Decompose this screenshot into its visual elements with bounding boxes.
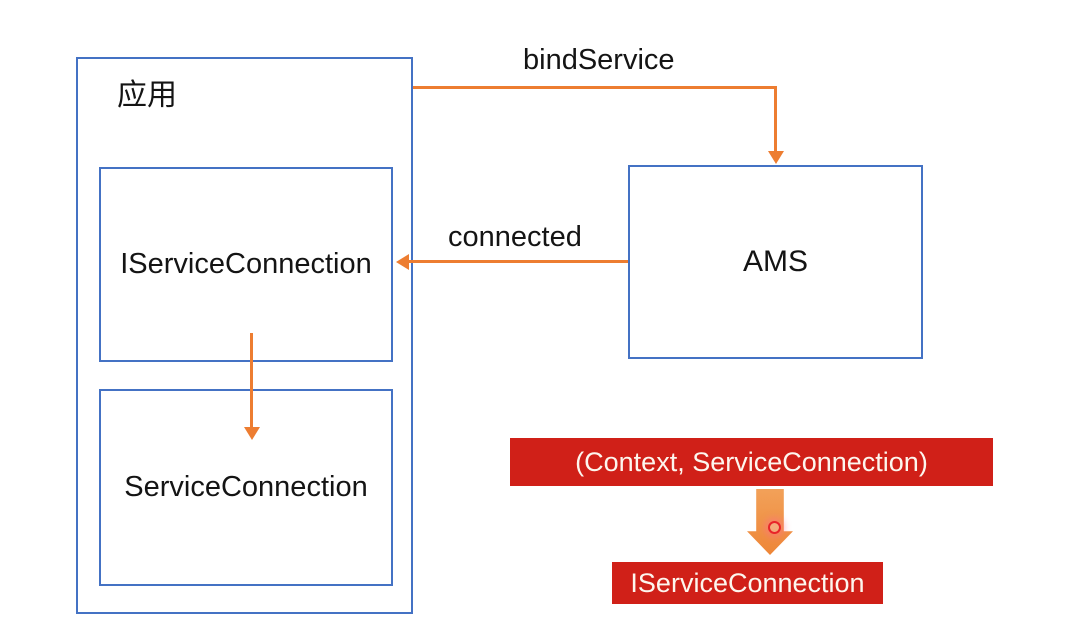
- connected-arrow-label: connected: [448, 221, 582, 253]
- ams-box: AMS: [628, 165, 923, 359]
- serviceconnection-box-label: ServiceConnection: [124, 471, 368, 503]
- context-serviceconnection-banner: (Context, ServiceConnection): [510, 438, 993, 486]
- bindservice-arrowhead-down-icon: [768, 151, 784, 164]
- context-serviceconnection-banner-label: (Context, ServiceConnection): [575, 446, 928, 477]
- ams-box-label: AMS: [742, 245, 808, 278]
- bindservice-arrow-horizontal-line: [413, 86, 777, 89]
- bindservice-arrow-label: bindService: [523, 44, 675, 76]
- cursor-highlight-icon: [768, 521, 781, 534]
- iservice-to-service-arrow-line: [250, 333, 253, 428]
- connected-arrow-line: [408, 260, 628, 263]
- iserviceconnection-banner-label: IServiceConnection: [630, 567, 865, 598]
- app-box-label: 应用: [117, 79, 177, 112]
- iserviceconnection-banner: IServiceConnection: [612, 562, 883, 604]
- serviceconnection-box: ServiceConnection: [99, 389, 393, 586]
- bindservice-arrow-vertical-line: [774, 86, 777, 152]
- iservice-to-service-arrowhead-down-icon: [244, 427, 260, 440]
- iserviceconnection-box-label: IServiceConnection: [120, 248, 372, 280]
- connected-arrowhead-left-icon: [396, 254, 409, 270]
- iserviceconnection-box: IServiceConnection: [99, 167, 393, 362]
